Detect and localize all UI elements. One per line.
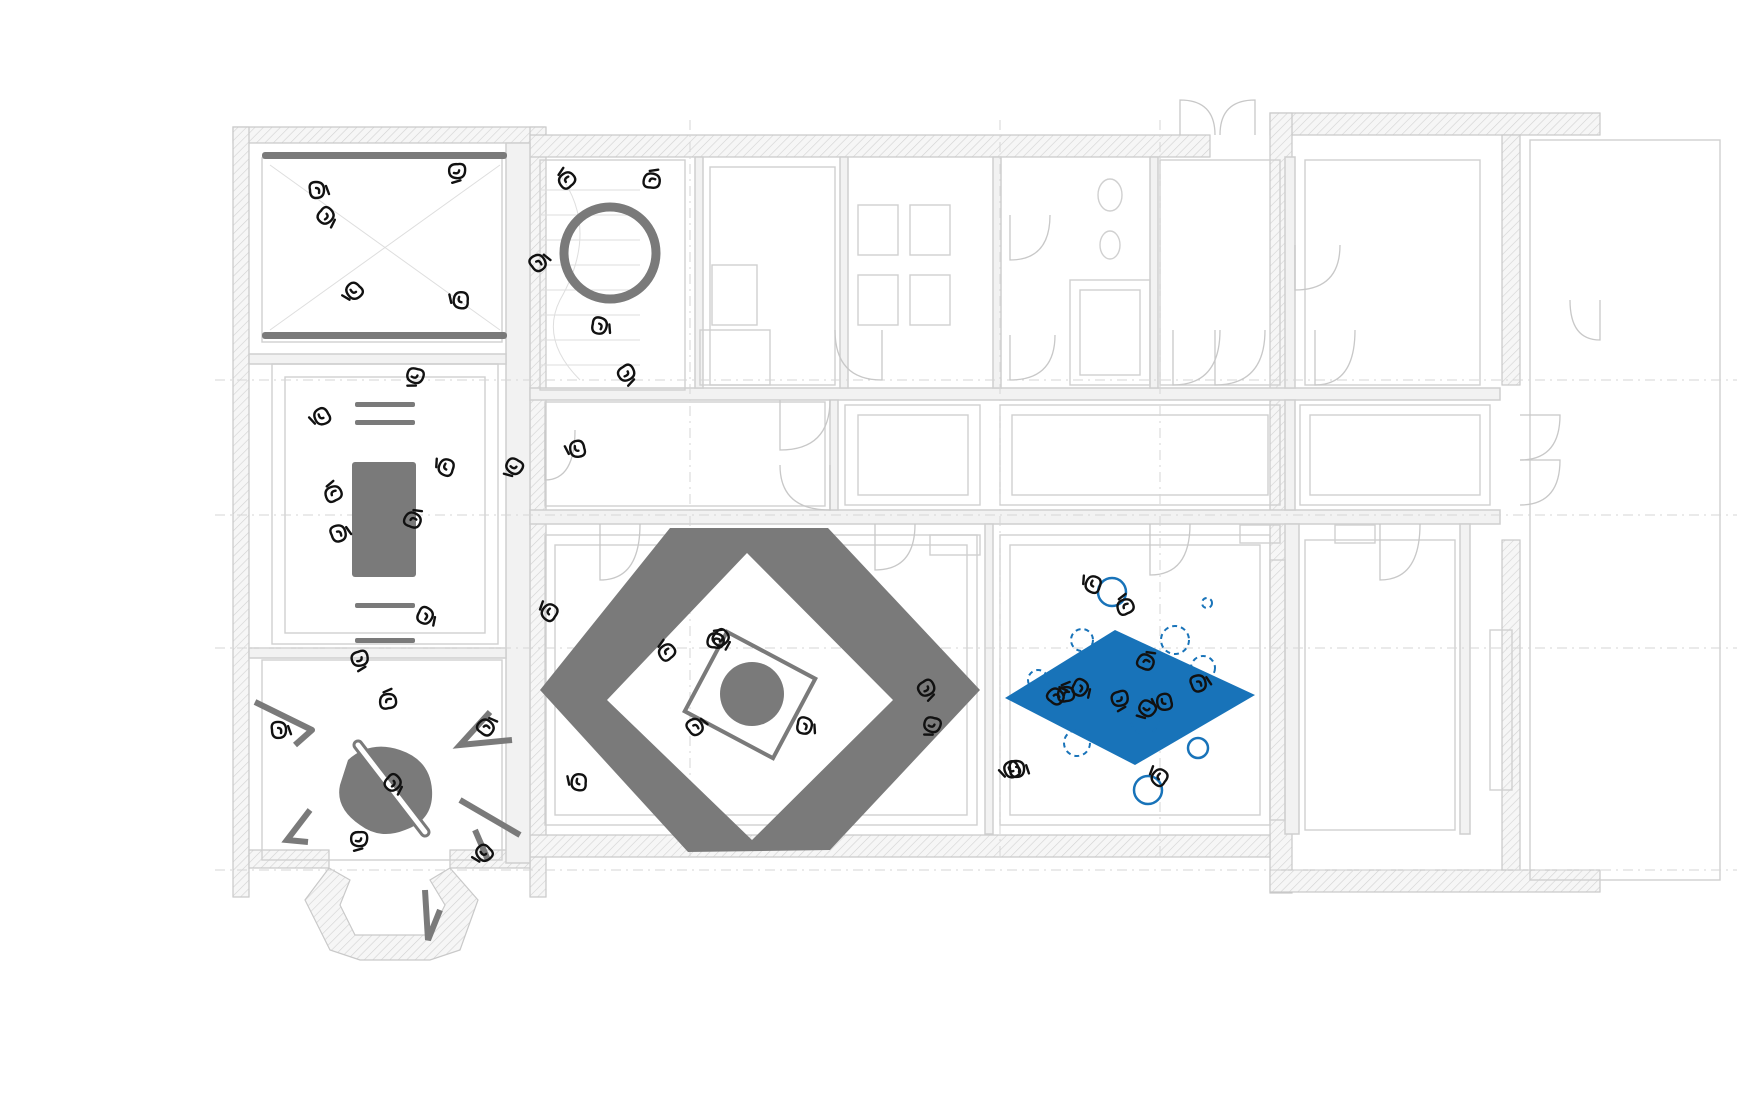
visitor-figure	[1189, 674, 1213, 693]
visitor-figure	[308, 180, 331, 200]
installation-blue-room	[1005, 576, 1255, 806]
visitor-figure	[528, 253, 552, 273]
visitor-figures	[270, 162, 1213, 863]
visitor-figure	[642, 168, 661, 189]
visitor-figure	[557, 166, 577, 190]
visitor-figure	[1008, 759, 1031, 779]
visitor-figure	[916, 678, 936, 702]
visitor-figure	[1116, 592, 1135, 617]
visitor-figure	[329, 524, 353, 543]
visitor-figure	[1082, 574, 1102, 595]
visitor-figure	[378, 687, 398, 710]
doors	[544, 214, 1601, 581]
visitor-figure	[796, 716, 817, 735]
visitor-figure	[435, 457, 455, 478]
visitor-figure	[270, 720, 293, 740]
visitor-figure	[406, 367, 425, 387]
visitor-figure	[447, 162, 467, 185]
base-plan	[215, 99, 1737, 961]
visitor-figure	[566, 773, 587, 792]
visitor-figure	[383, 772, 404, 796]
visitor-figure	[657, 638, 677, 662]
visitor-figure	[1045, 685, 1069, 706]
installation-dining	[352, 402, 416, 643]
installation-central-hall	[540, 528, 980, 852]
visitor-figure	[502, 457, 525, 478]
exterior-walls	[232, 99, 1601, 961]
visitor-figure	[1135, 650, 1157, 671]
visitor-figure	[1135, 699, 1158, 720]
visitor-figure	[711, 627, 731, 651]
installation-octagon	[253, 699, 522, 942]
visitor-figure	[402, 508, 424, 529]
visitor-figure	[448, 291, 470, 310]
visitor-figure	[324, 479, 343, 504]
installation-salon	[262, 152, 507, 339]
visitor-figure	[1150, 692, 1174, 712]
visitor-figure	[922, 716, 942, 736]
visitor-figure	[416, 605, 437, 627]
visitor-figure	[563, 439, 587, 458]
visitor-figure	[340, 281, 365, 301]
visitor-figure	[316, 205, 337, 229]
visitor-figure	[350, 649, 369, 673]
visitor-figure	[349, 830, 369, 852]
visitor-figure	[307, 406, 332, 426]
interior-walls	[248, 142, 1501, 864]
visitor-figure	[1148, 765, 1169, 788]
installation-staircase-ring	[559, 202, 661, 304]
visitor-figure	[470, 843, 495, 863]
visitor-figure	[475, 716, 499, 737]
visitor-figure	[616, 363, 636, 387]
visitor-figure	[685, 717, 709, 737]
visitor-figure	[591, 316, 612, 335]
visitor-figure	[538, 600, 559, 623]
visitor-figure	[1110, 689, 1129, 713]
